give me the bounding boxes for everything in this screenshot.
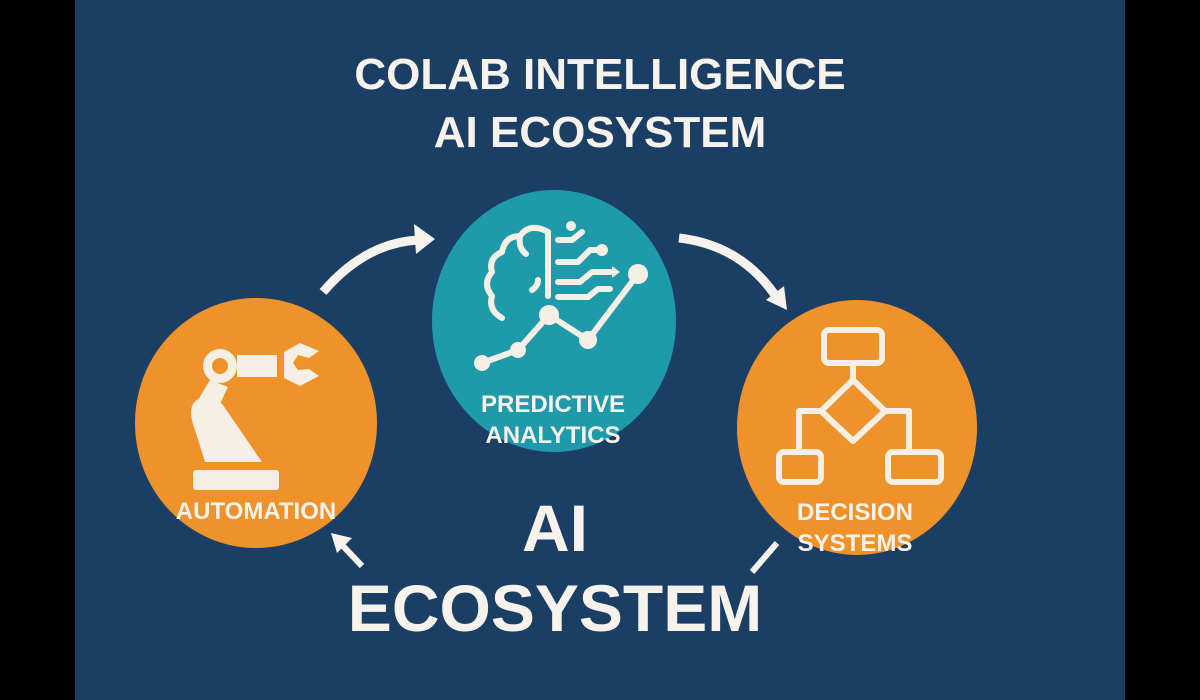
title-line-2: AI ECOSYSTEM — [433, 108, 767, 157]
automation-label: AUTOMATION — [175, 498, 337, 525]
center-heading-line-1: AI — [522, 491, 588, 565]
predictive-label-line-2: ANALYTICS — [485, 422, 621, 449]
decision-label-line-2: SYSTEMS — [797, 530, 913, 557]
predictive-analytics-label: PREDICTIVE ANALYTICS — [453, 389, 653, 451]
decision-label-line-1: DECISION — [796, 499, 913, 526]
center-heading-line-2: ECOSYSTEM — [347, 571, 763, 645]
title-line-1: COLAB INTELLIGENCE — [354, 50, 846, 99]
decision-systems-label: DECISION SYSTEMS — [755, 497, 955, 559]
predictive-label-line-1: PREDICTIVE — [480, 391, 626, 418]
